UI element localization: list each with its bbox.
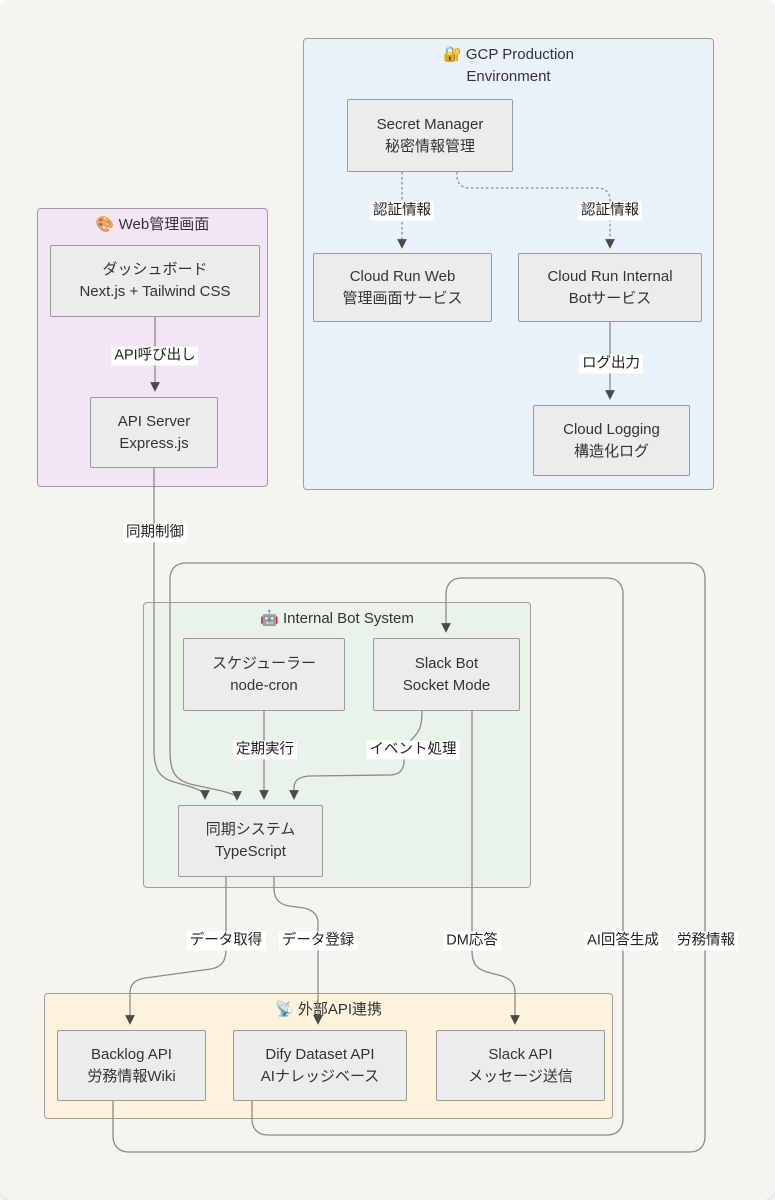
edge-secret-to-cloudrun-internal [456,172,615,249]
edge-label-event-handling: イベント処理 [366,740,460,760]
edge-label-log-output: ログ出力 [579,354,643,374]
edge-dify-to-slack-bot [251,577,624,1136]
edge-backlog-to-sync-system [112,562,706,1153]
node-backlog-api: Backlog API 労務情報Wiki [57,1030,206,1101]
edge-slack-bot-to-sync-system [289,710,423,800]
node-cloud-logging: Cloud Logging 構造化ログ [533,405,690,476]
edge-label-labor-info: 労務情報 [674,931,738,951]
group-web-title: 🎨 Web管理画面 [95,216,210,233]
node-slack-api: Slack API メッセージ送信 [436,1030,605,1101]
edge-slack-bot-to-slack-api [471,711,520,1025]
node-cloud-run-internal: Cloud Run Internal Botサービス [518,253,702,322]
edge-label-scheduled-run: 定期実行 [233,740,297,760]
edge-label-sync-control: 同期制御 [123,523,187,543]
node-sync-system: 同期システム TypeScript [178,805,323,877]
node-secret-manager: Secret Manager 秘密情報管理 [347,99,513,172]
group-bot-title: 🤖 Internal Bot System [260,610,414,627]
edge-api-server-to-sync-system [153,468,210,800]
edge-label-dm-reply: DM応答 [443,931,501,951]
node-dify-dataset-api: Dify Dataset API AIナレッジベース [233,1030,407,1101]
group-ext-title: 📡 外部API連携 [274,1001,383,1018]
edge-label-auth-web: 認証情報 [370,201,434,221]
edge-sync-system-to-backlog [125,877,227,1025]
node-scheduler: スケジューラー node-cron [183,638,345,711]
group-gcp-title: 🔐 GCP Production Environment [443,46,574,85]
node-api-server: API Server Express.js [90,397,218,468]
node-cloud-run-web: Cloud Run Web 管理画面サービス [313,253,492,322]
edge-label-ai-answer: AI回答生成 [584,931,662,951]
node-slack-bot: Slack Bot Socket Mode [373,638,520,711]
edge-sync-system-to-dify [273,877,323,1025]
edge-label-data-register: データ登録 [278,931,358,951]
edge-label-auth-bot: 認証情報 [578,201,642,221]
edge-label-data-fetch: データ取得 [186,931,266,951]
node-dashboard: ダッシュボード Next.js + Tailwind CSS [50,245,260,317]
edge-label-api-call: API呼び出し [111,346,199,366]
